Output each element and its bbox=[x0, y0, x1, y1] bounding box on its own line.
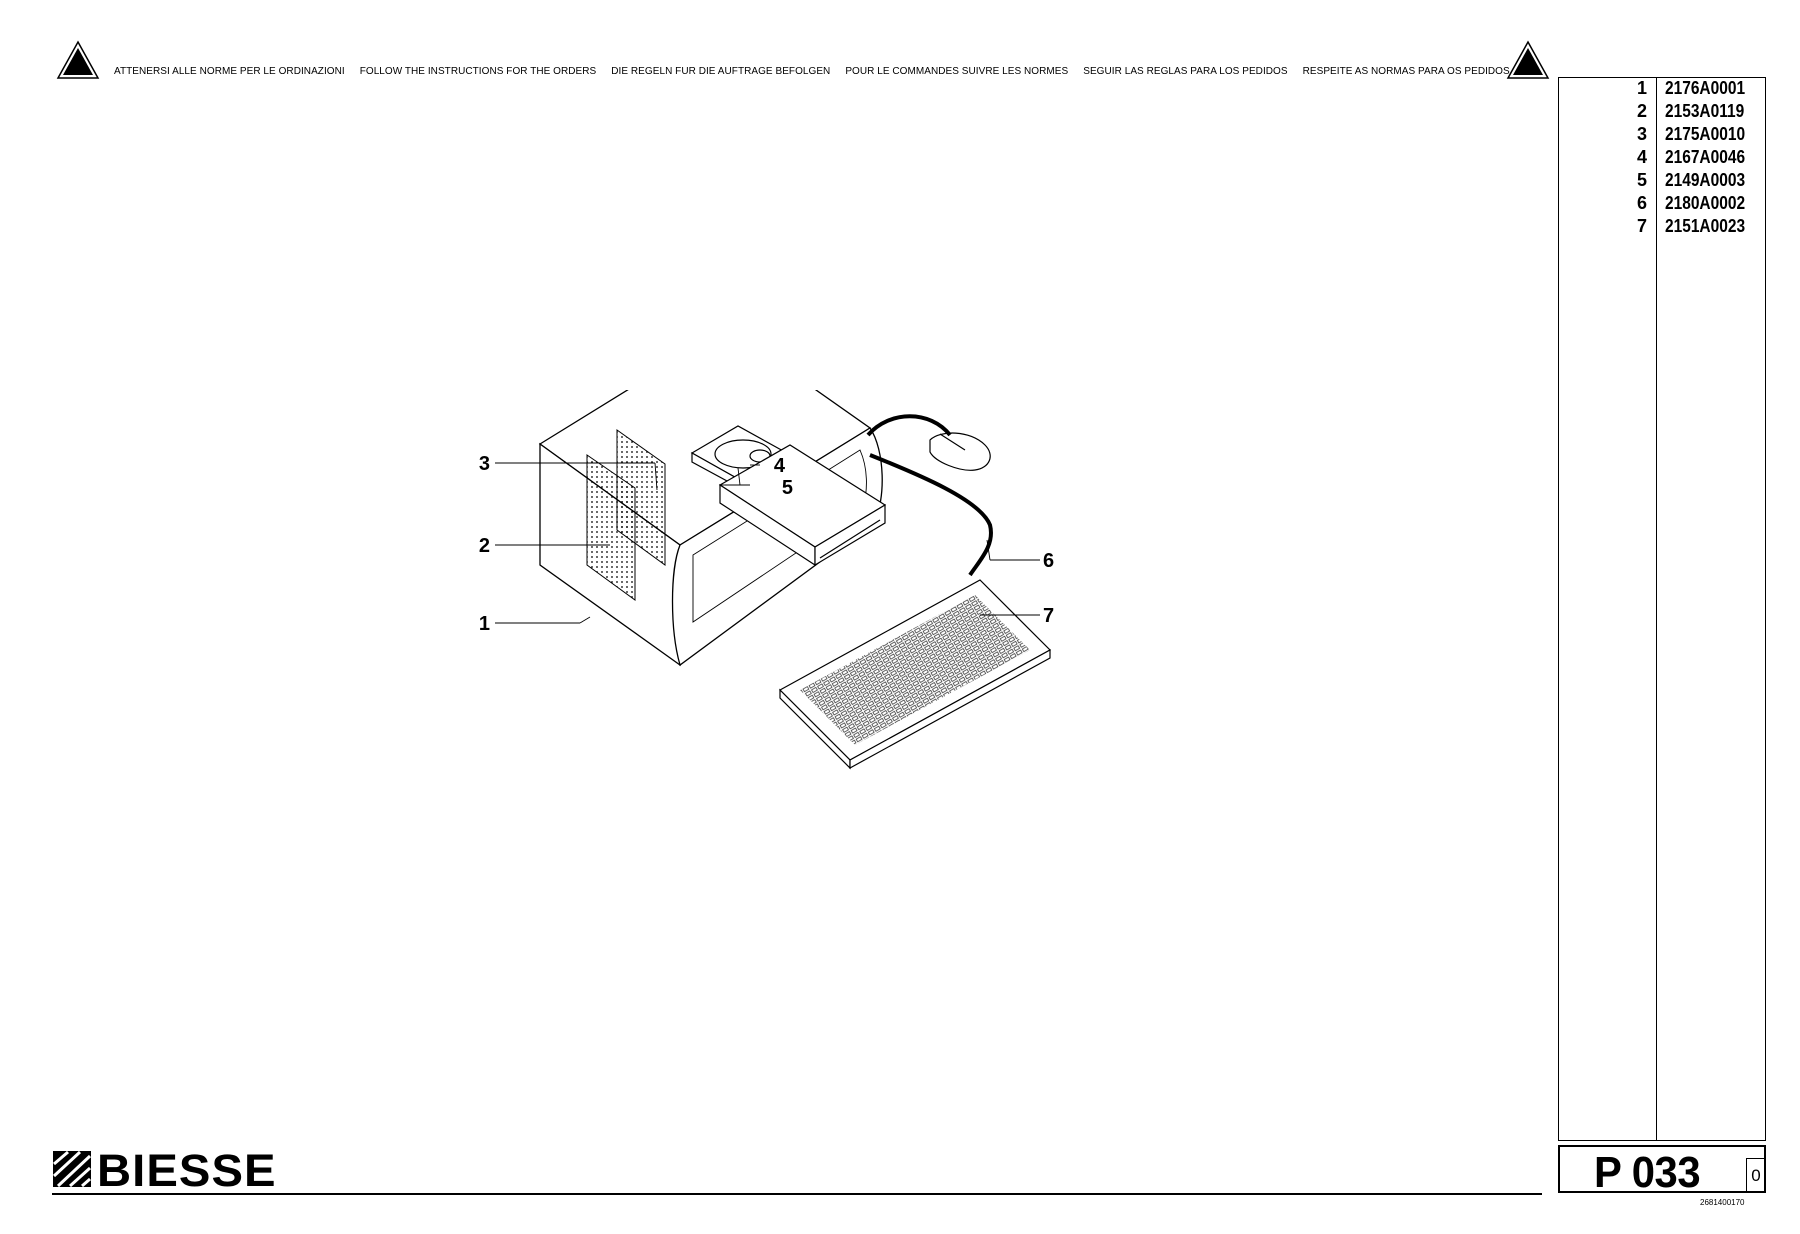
parts-row: 7 2151A0023 bbox=[1559, 216, 1767, 239]
part-code: 2149A0003 bbox=[1665, 170, 1746, 190]
part-code: 2176A0001 bbox=[1665, 78, 1746, 98]
callout-5: 5 bbox=[782, 477, 793, 499]
warning-triangle-icon bbox=[56, 40, 100, 79]
instruction-pt: RESPEITE AS NORMAS PARA OS PEDIDOS bbox=[1302, 65, 1510, 77]
page-code-box: P 033 0 bbox=[1558, 1145, 1766, 1197]
instruction-de: DIE REGELN FUR DIE AUFTRAGE BEFOLGEN bbox=[611, 65, 831, 77]
parts-row: 5 2149A0003 bbox=[1559, 170, 1767, 193]
instruction-it: ATTENERSI ALLE NORME PER LE ORDINAZIONI bbox=[114, 65, 345, 77]
callout-3: 3 bbox=[479, 453, 490, 475]
callout-7: 7 bbox=[1043, 605, 1054, 627]
part-code: 2180A0002 bbox=[1665, 193, 1746, 213]
part-number: 3 bbox=[1636, 124, 1647, 144]
mouse bbox=[929, 432, 991, 471]
keyboard-cable bbox=[869, 453, 993, 577]
callout-4: 4 bbox=[774, 455, 786, 477]
column-divider bbox=[1656, 78, 1657, 1140]
logo-mark-icon bbox=[52, 1150, 92, 1188]
part-number: 7 bbox=[1636, 216, 1647, 236]
warning-triangle-icon bbox=[1506, 40, 1550, 79]
optical-drive bbox=[718, 444, 887, 567]
part-number: 4 bbox=[1636, 147, 1647, 167]
expansion-card-2 bbox=[586, 454, 636, 601]
revision-box: 0 bbox=[1746, 1158, 1765, 1191]
footer-rule bbox=[52, 1193, 1542, 1195]
instruction-en: FOLLOW THE INSTRUCTIONS FOR THE ORDERS bbox=[359, 65, 597, 77]
parts-row: 4 2167A0046 bbox=[1559, 147, 1767, 170]
page-code: P 033 bbox=[1594, 1148, 1701, 1197]
part-number: 2 bbox=[1636, 101, 1647, 121]
leader-lines bbox=[495, 462, 1040, 624]
part-code: 2175A0010 bbox=[1665, 124, 1746, 144]
callout-1: 1 bbox=[479, 613, 490, 635]
order-instructions: ATTENERSI ALLE NORME PER LE ORDINAZIONI … bbox=[114, 64, 1510, 78]
part-number: 6 bbox=[1636, 193, 1647, 213]
part-code: 2153A0119 bbox=[1665, 101, 1745, 121]
part-code: 2167A0046 bbox=[1665, 147, 1746, 167]
parts-list-panel: 1 2176A0001 2 2153A0119 3 2175A0010 4 21… bbox=[1558, 77, 1766, 1141]
callout-6: 6 bbox=[1043, 550, 1054, 572]
instruction-fr: POUR LE COMMANDES SUIVRE LES NORMES bbox=[845, 65, 1069, 77]
exploded-view-drawing: 1 2 3 4 5 6 7 bbox=[479, 390, 1054, 770]
keyboard bbox=[779, 579, 1051, 770]
part-number: 1 bbox=[1636, 78, 1647, 98]
logo-text: BIESSE bbox=[97, 1145, 277, 1196]
part-code: 2151A0023 bbox=[1665, 216, 1746, 236]
mouse-cable bbox=[866, 414, 952, 437]
parts-row: 3 2175A0010 bbox=[1559, 124, 1767, 147]
parts-row: 2 2153A0119 bbox=[1559, 101, 1767, 124]
callout-2: 2 bbox=[479, 535, 490, 557]
part-number: 5 bbox=[1636, 170, 1647, 190]
instruction-es: SEGUIR LAS REGLAS PARA LOS PEDIDOS bbox=[1083, 65, 1288, 77]
document-number: 2681400170 bbox=[1700, 1198, 1745, 1207]
biesse-logo: BIESSE bbox=[52, 1145, 292, 1196]
parts-row: 6 2180A0002 bbox=[1559, 193, 1767, 216]
parts-row: 1 2176A0001 bbox=[1559, 78, 1767, 101]
